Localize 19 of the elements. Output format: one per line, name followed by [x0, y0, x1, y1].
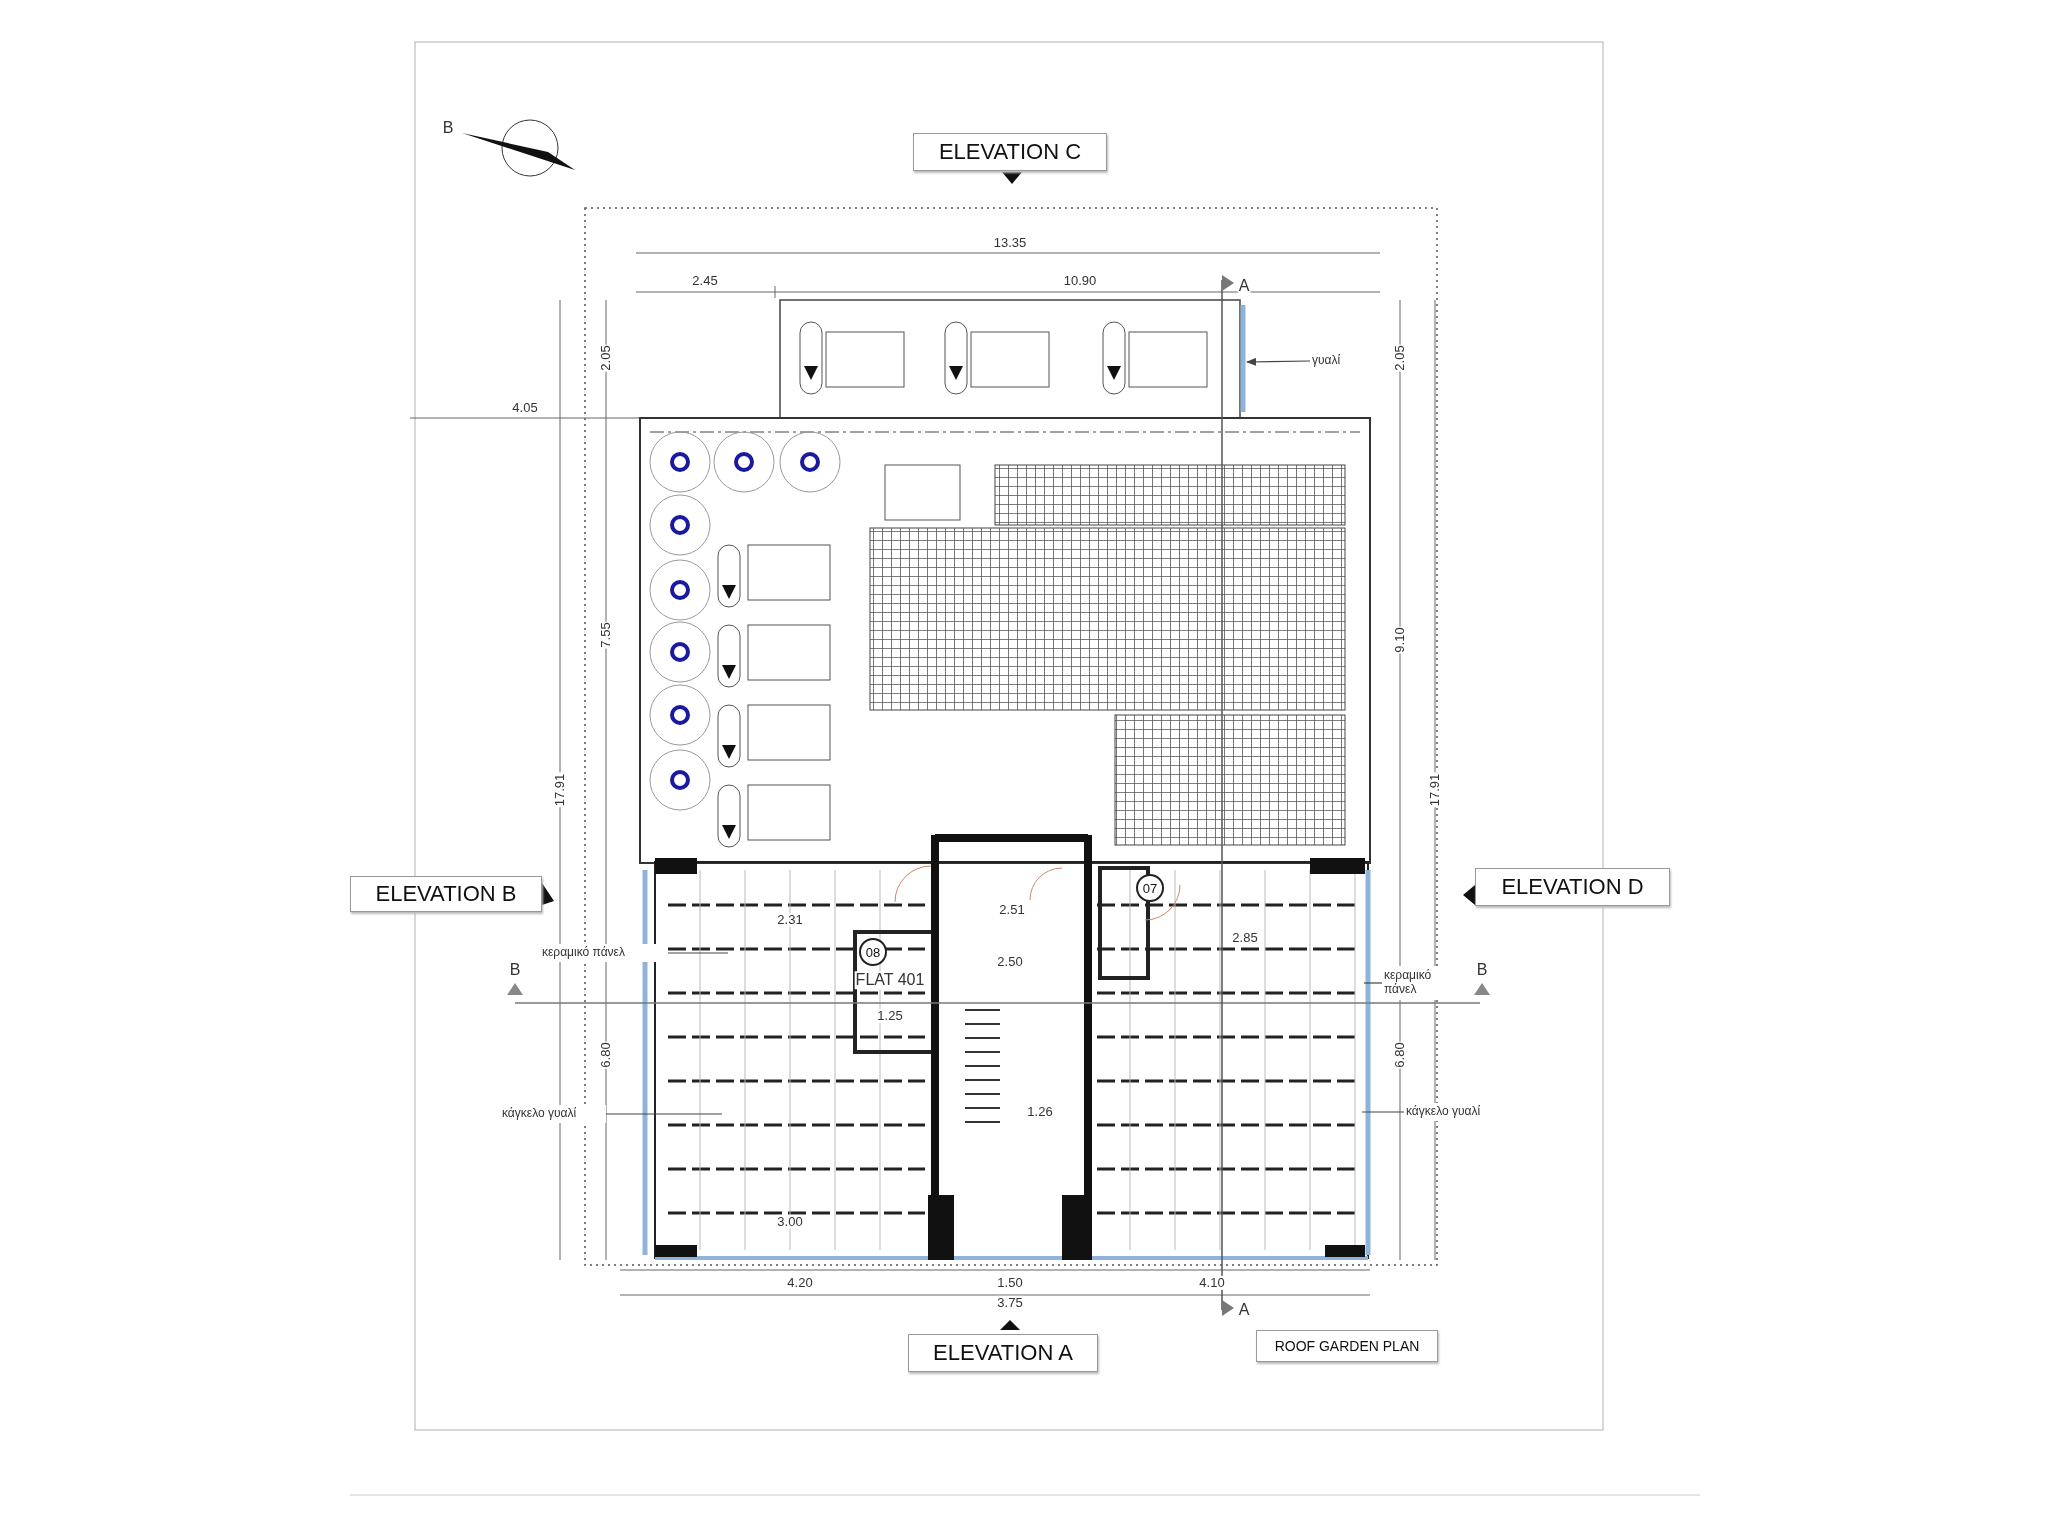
elevation-tag: ELEVATION C: [913, 133, 1107, 171]
section-mark: A: [1237, 277, 1251, 295]
dimension-text: 2.31: [776, 912, 804, 928]
elevation-tag: ELEVATION B: [350, 876, 542, 912]
dimension-text: 3.00: [776, 1214, 804, 1230]
elevation-tag: ELEVATION A: [908, 1334, 1098, 1372]
note-label: κάγκελο γυαλί: [500, 1105, 606, 1123]
leader-line: [1363, 982, 1383, 984]
elevation-tag: ELEVATION D: [1475, 868, 1670, 906]
room-number-circle: 08: [859, 938, 887, 966]
title-box: ROOF GARDEN PLAN: [1256, 1330, 1438, 1362]
room-name: FLAT 401: [854, 971, 926, 989]
leader-line: [1246, 357, 1311, 366]
leader-line: [667, 952, 729, 954]
leader-line: [605, 1113, 723, 1115]
dimension-text: 1.25: [876, 1008, 904, 1024]
room-number-circle: 07: [1136, 874, 1164, 902]
dimension-text: 4.10: [1198, 1275, 1226, 1291]
leader-line: [1361, 1111, 1405, 1113]
